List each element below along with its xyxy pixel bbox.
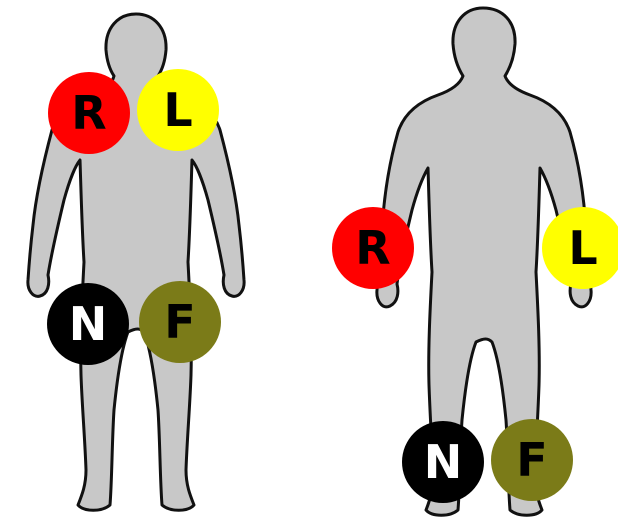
electrode-right-arm: R: [48, 72, 130, 154]
electrode-neutral: N: [402, 421, 484, 503]
electrode-label: R: [71, 86, 106, 140]
electrode-label: F: [164, 295, 195, 349]
electrode-neutral: N: [47, 283, 129, 365]
electrode-label: N: [424, 435, 463, 489]
electrode-foot: F: [139, 281, 221, 363]
electrode-label: L: [568, 221, 597, 275]
electrode-label: F: [516, 433, 547, 487]
electrode-label: N: [69, 297, 108, 351]
electrode-label: L: [163, 83, 192, 137]
electrode-right-arm: R: [332, 207, 414, 289]
electrode-left-arm: L: [137, 69, 219, 151]
electrode-label: R: [355, 221, 390, 275]
electrode-foot: F: [491, 419, 573, 501]
electrode-left-arm: L: [542, 207, 618, 289]
